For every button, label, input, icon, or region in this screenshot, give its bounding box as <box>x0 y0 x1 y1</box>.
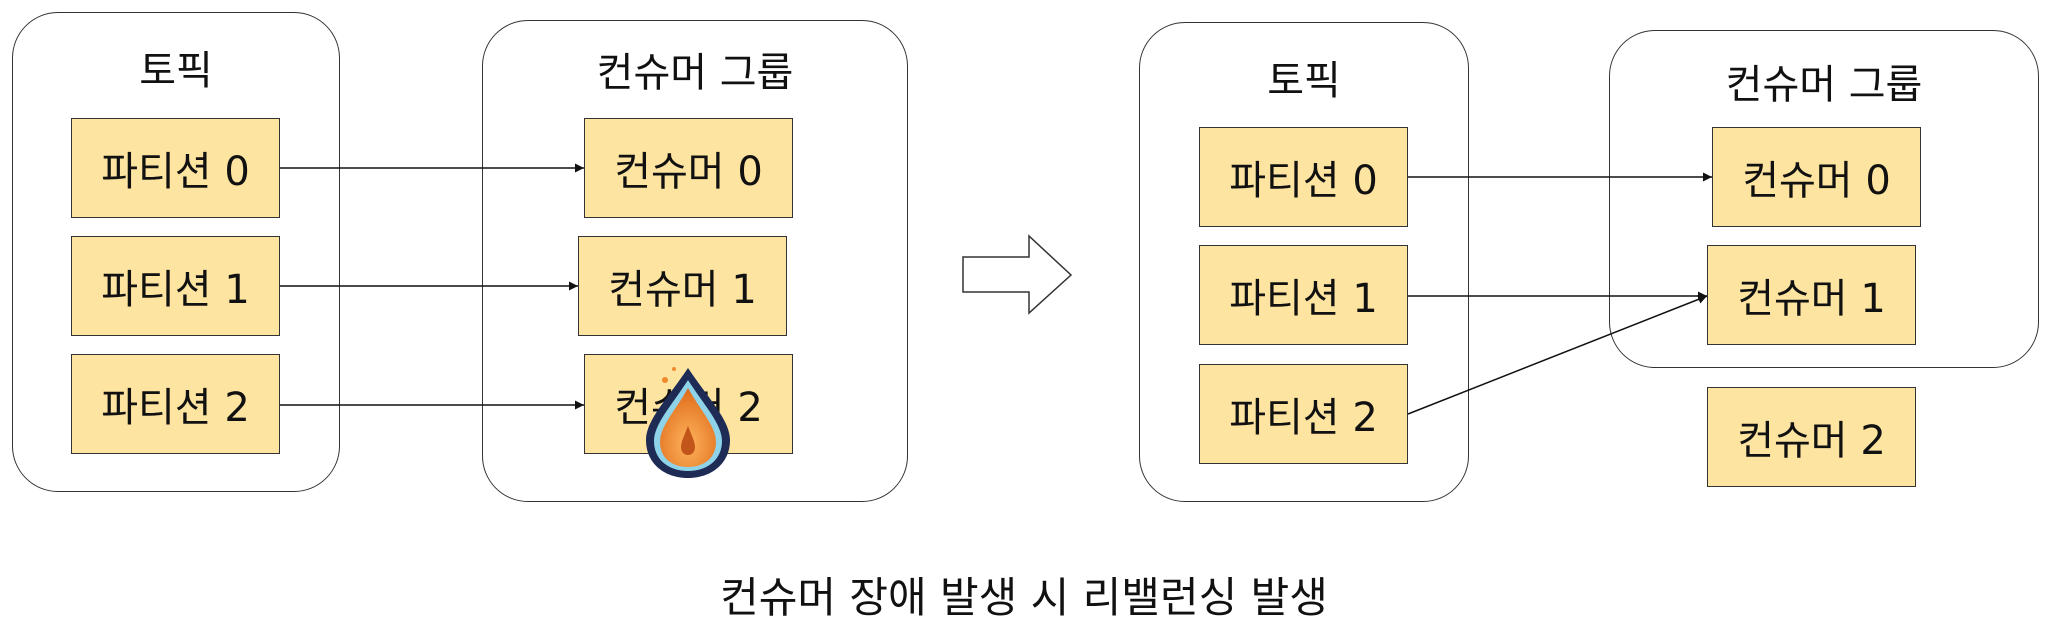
after-consumer-group-title: 컨슈머 그룹 <box>1725 62 1923 108</box>
before-consumer-0: 컨슈머 0 <box>584 118 793 218</box>
after-partition-0: 파티션 0 <box>1199 127 1408 227</box>
diagram-caption: 컨슈머 장애 발생 시 리밸런싱 발생 <box>720 573 1328 622</box>
after-removed-consumer-2: 컨슈머 2 <box>1707 387 1916 487</box>
after-partition-2: 파티션 2 <box>1199 364 1408 464</box>
before-partition-2: 파티션 2 <box>71 354 280 454</box>
after-arrow-partition-2-to-consumer-1 <box>1407 295 1708 415</box>
right-arrow-icon <box>962 234 1073 315</box>
after-topic-title: 토픽 <box>1267 58 1341 104</box>
before-partition-0: 파티션 0 <box>71 118 280 218</box>
fire-icon <box>646 367 730 478</box>
after-consumer-0: 컨슈머 0 <box>1712 127 1921 227</box>
before-consumer-group-title: 컨슈머 그룹 <box>596 50 794 96</box>
before-consumer-1: 컨슈머 1 <box>578 236 787 336</box>
after-partition-1: 파티션 1 <box>1199 245 1408 345</box>
after-consumer-1: 컨슈머 1 <box>1707 245 1916 345</box>
before-topic-title: 토픽 <box>139 48 213 94</box>
before-partition-1: 파티션 1 <box>71 236 280 336</box>
